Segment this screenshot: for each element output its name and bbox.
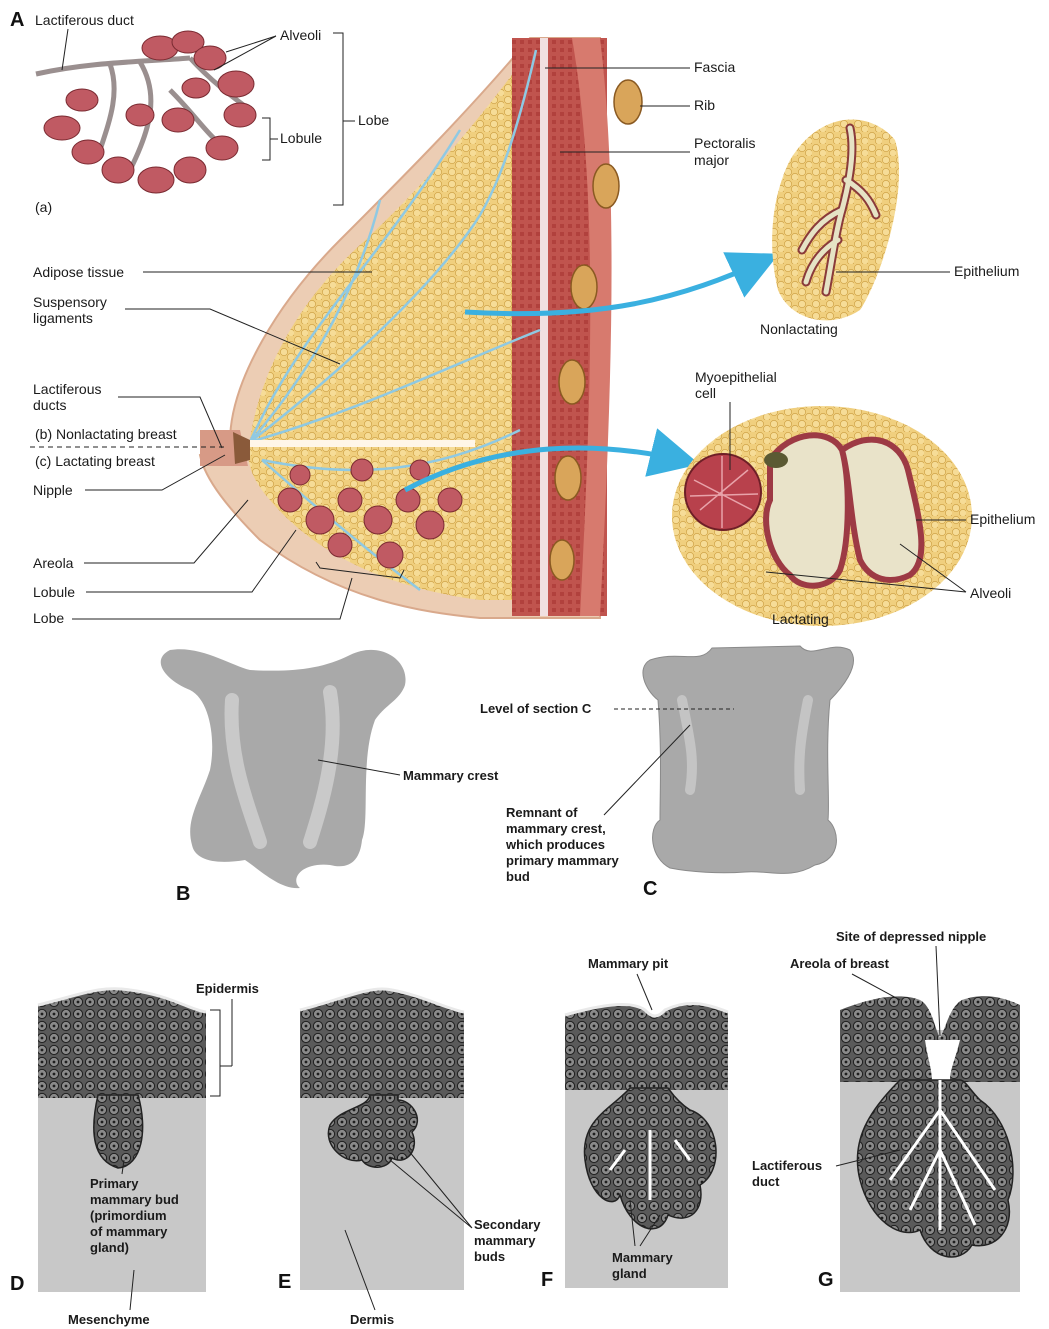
label-epidermis: Epidermis [196,981,259,996]
panel-letter-c: C [643,878,657,900]
panel-letter-g: G [818,1269,834,1291]
label-secondary-1: Secondary [474,1217,541,1232]
label-lactiferous-2: duct [752,1174,780,1189]
panel-a: A Lactiferous duct Alveoli Lobule Lobe (… [10,9,1035,627]
label-areola: Areola [33,555,74,571]
label-bud-4: of mammary [90,1224,168,1239]
label-remnant-3: which produces [505,837,605,852]
label-gland-2: gland [612,1266,647,1281]
label-lobule-2: Lobule [33,584,75,600]
label-mammary-crest: Mammary crest [403,768,499,783]
panel-b: B Mammary crest [161,649,499,905]
label-bud-3: (primordium [90,1208,167,1223]
label-nipple: Nipple [33,482,73,498]
label-level-section: Level of section C [480,701,592,716]
label-fascia: Fascia [694,59,735,75]
label-mammary-pit: Mammary pit [588,956,669,971]
label-lactating: Lactating [772,611,829,627]
panel-letter-d: D [10,1273,24,1295]
label-ducts-1: Lactiferous [33,381,101,397]
label-lactiferous-1: Lactiferous [752,1158,822,1173]
label-remnant-5: bud [506,869,530,884]
panel-f: F Mammary pit Mammary gland [541,956,728,1291]
panel-e: E Secondary mammary buds Dermis [278,989,541,1327]
label-inset-a: (a) [35,199,52,215]
label-pectoralis-2: major [694,152,729,168]
panel-letter-b: B [176,883,190,905]
label-epithelium-bottom: Epithelium [970,511,1035,527]
label-remnant-1: Remnant of [506,805,578,820]
label-pectoralis-1: Pectoralis [694,135,755,151]
label-myo-2: cell [695,385,716,401]
label-mesenchyme: Mesenchyme [68,1312,150,1327]
label-adipose: Adipose tissue [33,264,124,280]
label-remnant-2: mammary crest, [506,821,606,836]
panel-letter-a: A [10,9,24,31]
label-lobe: Lobe [358,112,389,128]
lactating-detail [672,406,972,626]
label-lobe-2: Lobe [33,610,64,626]
label-bud-1: Primary [90,1176,139,1191]
panel-letter-e: E [278,1271,291,1293]
label-rib: Rib [694,97,715,113]
label-lobule: Lobule [280,130,322,146]
label-nonlactating: Nonlactating [760,321,838,337]
label-secondary-2: mammary [474,1233,536,1248]
label-epithelium-top: Epithelium [954,263,1019,279]
label-gland-1: Mammary [612,1250,673,1265]
label-suspensory-2: ligaments [33,310,93,326]
label-nonlactating-breast: (b) Nonlactating breast [35,426,177,442]
nonlactating-detail [772,120,899,321]
panel-letter-f: F [541,1269,553,1291]
label-remnant-4: primary mammary [506,853,619,868]
label-alveoli: Alveoli [280,27,321,43]
panel-d: D Epidermis Primary mammary bud (primord… [10,981,259,1327]
label-secondary-3: buds [474,1249,505,1264]
label-lactating-breast: (c) Lactating breast [35,453,155,469]
inset-lobe-drawing [36,31,256,193]
label-bud-2: mammary bud [90,1192,179,1207]
breast-cross-section [200,38,642,618]
label-myo-1: Myoepithelial [695,369,777,385]
label-ducts-2: ducts [33,397,66,413]
label-site-nipple: Site of depressed nipple [836,929,986,944]
label-suspensory-1: Suspensory [33,294,107,310]
label-bud-5: gland) [90,1240,129,1255]
panel-c: C Level of section C Remnant of mammary … [480,646,853,900]
label-dermis: Dermis [350,1312,394,1327]
label-areola-of-breast: Areola of breast [790,956,890,971]
label-lactiferous-duct: Lactiferous duct [35,12,134,28]
label-alveoli-2: Alveoli [970,585,1011,601]
panel-g: G Site of depressed nipple Areola of bre… [752,929,1020,1292]
